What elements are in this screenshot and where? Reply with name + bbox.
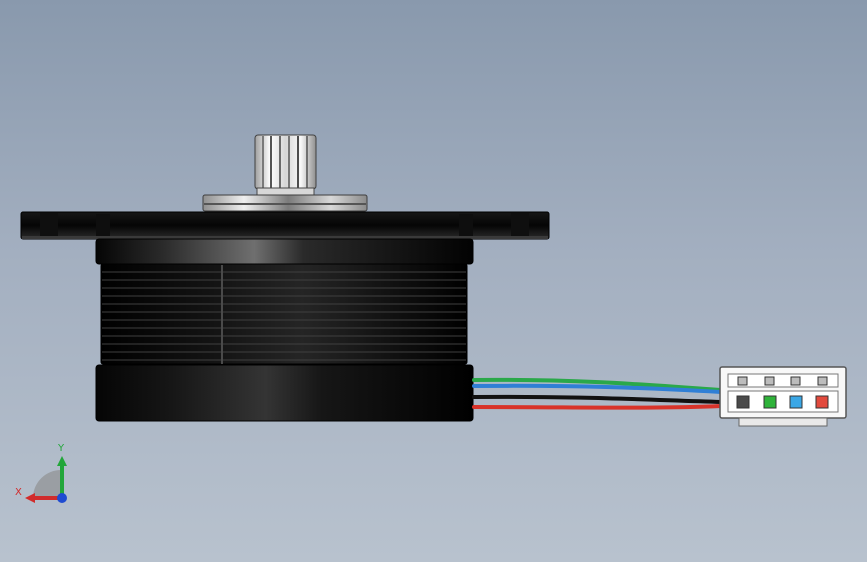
cooling-fins[interactable]: [100, 263, 468, 365]
connector-top-slots: [737, 376, 828, 386]
upper-housing[interactable]: [95, 238, 474, 265]
lower-housing[interactable]: [95, 364, 474, 422]
red-pin: [815, 395, 829, 409]
wire-connector[interactable]: [719, 366, 847, 427]
shaft-gear[interactable]: [254, 134, 317, 196]
triad-y-label: Y: [58, 443, 65, 454]
z-axis-dot: [57, 493, 67, 503]
reference-triad[interactable]: [25, 456, 67, 503]
triad-plane: [32, 469, 62, 498]
connector-pins: [736, 395, 829, 409]
blue-pin: [789, 395, 803, 409]
motor-wires[interactable]: [472, 377, 723, 410]
mounting-flange[interactable]: [20, 211, 550, 240]
stepper-motor-model[interactable]: [20, 134, 847, 427]
triad-x-label: X: [15, 487, 22, 498]
green-pin: [763, 395, 777, 409]
x-axis-arrow: [25, 493, 35, 503]
black-pin: [736, 395, 750, 409]
y-axis-arrow: [57, 456, 67, 466]
